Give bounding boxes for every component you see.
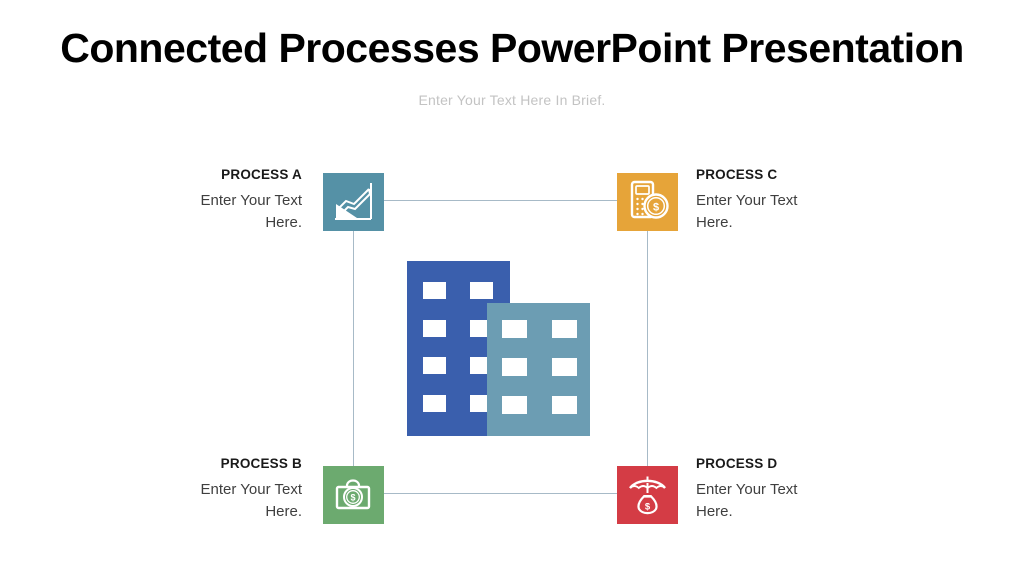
process-c-tile: $ (617, 173, 678, 231)
connector-line-right (647, 231, 648, 466)
process-d-text: PROCESS D Enter Your Text Here. (696, 456, 814, 523)
building-window (423, 282, 446, 299)
connector-line-bottom (384, 493, 617, 494)
umbrella-moneybag-icon: $ (629, 476, 666, 515)
area-chart-icon (335, 183, 372, 220)
building-window (502, 396, 527, 414)
process-a-tile (323, 173, 384, 231)
building-window (423, 357, 446, 374)
building-window (470, 282, 493, 299)
building-window (552, 358, 577, 376)
svg-text:$: $ (653, 201, 659, 213)
process-d-description: Enter Your Text Here. (696, 481, 798, 520)
process-a-label: PROCESS A (221, 167, 302, 182)
process-c-description: Enter Your Text Here. (696, 192, 798, 231)
building-window (502, 320, 527, 338)
connector-line-left (353, 231, 354, 466)
money-briefcase-icon: $ (335, 479, 371, 510)
building-window (552, 396, 577, 414)
building-window (502, 358, 527, 376)
svg-text:$: $ (350, 493, 355, 503)
building-window (423, 395, 446, 412)
process-c-label: PROCESS C (696, 167, 778, 182)
process-d-tile: $ (617, 466, 678, 524)
svg-text:$: $ (645, 502, 651, 513)
building-light (487, 303, 590, 436)
slide-title: Connected Processes PowerPoint Presentat… (60, 25, 964, 71)
process-b-text: PROCESS B Enter Your Text Here. (184, 456, 302, 523)
building-window (552, 320, 577, 338)
process-b-description: Enter Your Text Here. (200, 481, 302, 520)
connector-line-top (384, 200, 617, 201)
process-c-text: PROCESS C Enter Your Text Here. (696, 167, 814, 234)
process-a-text: PROCESS A Enter Your Text Here. (184, 167, 302, 234)
building-window (423, 320, 446, 337)
slide-subtitle: Enter Your Text Here In Brief. (418, 92, 606, 108)
process-b-label: PROCESS B (220, 456, 302, 471)
process-b-tile: $ (323, 466, 384, 524)
process-d-label: PROCESS D (696, 456, 778, 471)
calculator-dollar-icon: $ (630, 180, 669, 219)
process-a-description: Enter Your Text Here. (200, 192, 302, 231)
